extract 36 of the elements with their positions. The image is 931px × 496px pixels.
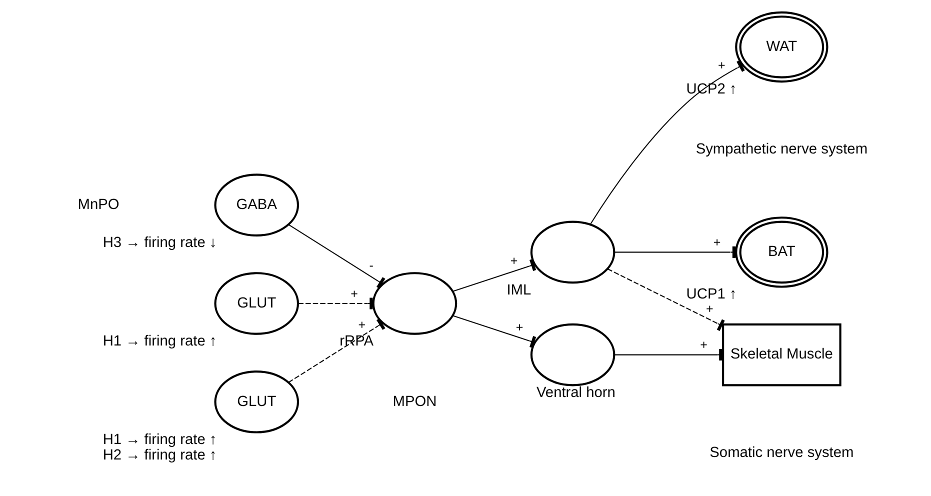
edge-label: + <box>706 302 714 316</box>
node-box: Skeletal Muscle <box>722 323 842 386</box>
connector <box>298 298 374 310</box>
label: MnPO <box>78 196 120 213</box>
node-circle <box>372 272 458 335</box>
node-label: H3 → firing rate ↓ <box>102 235 217 252</box>
connector <box>607 268 725 331</box>
connector <box>452 315 536 348</box>
node-label: H1 → firing rate ↑ <box>102 432 217 448</box>
edge-label: + <box>700 338 708 352</box>
label: MPON <box>392 394 437 410</box>
node-label: H2 → firing rate ↑ <box>102 448 217 464</box>
edge-label: + <box>713 236 721 250</box>
edge-label: + <box>358 318 366 332</box>
connector <box>614 349 723 361</box>
label: Sympathetic nerve system <box>696 141 868 158</box>
label: Somatic nerve system <box>710 445 854 462</box>
connector <box>590 60 745 225</box>
node-label: rRPA <box>340 334 374 350</box>
node-ellipse: BAT <box>735 216 828 288</box>
node-label: H1 → firing rate ↑ <box>102 334 217 350</box>
edge-label: - <box>369 258 374 273</box>
connector <box>614 246 736 258</box>
edge-label: + <box>350 286 358 301</box>
edge-label: + <box>516 320 524 335</box>
node-ellipse: GABA <box>214 174 300 236</box>
node-label: Ventral horn <box>536 384 616 401</box>
edge-label: + <box>510 254 518 268</box>
connector <box>452 259 536 292</box>
edge-label: + <box>718 58 726 73</box>
connector <box>288 318 386 383</box>
node-ellipse: GLUT <box>214 370 300 434</box>
node-ellipse: GLUT <box>214 272 300 335</box>
node-label: IML <box>506 282 532 298</box>
connector <box>288 224 386 288</box>
node-label: UCP1 ↑ <box>686 286 737 302</box>
